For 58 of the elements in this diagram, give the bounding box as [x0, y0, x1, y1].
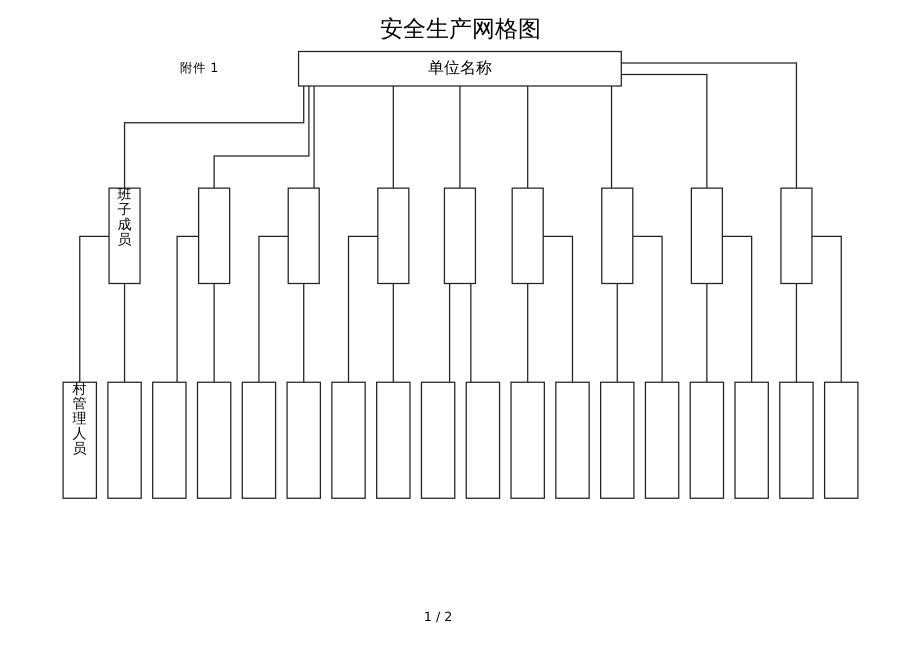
connector [448, 283, 450, 382]
node-box [196, 381, 231, 498]
connector [795, 283, 797, 382]
node-box [689, 381, 724, 498]
connector [312, 85, 314, 188]
node-box: 村管理人员 [62, 381, 97, 498]
connector [302, 283, 304, 382]
label: 1 / 2 [423, 608, 452, 624]
connector [176, 235, 198, 382]
node-box [690, 187, 722, 284]
node-box [600, 381, 634, 498]
node-box [330, 381, 366, 498]
connector [213, 283, 214, 382]
connector [526, 283, 528, 382]
connector [123, 283, 125, 382]
node-box [376, 381, 410, 498]
node-box [734, 381, 768, 498]
connector [347, 235, 378, 382]
node-box [287, 187, 320, 284]
connector [621, 62, 797, 188]
diagram-title: 安全生产网格图 [380, 16, 540, 42]
connector [722, 235, 752, 382]
node-box [376, 187, 409, 284]
node-box [241, 381, 276, 498]
node-box [420, 381, 455, 498]
connector [621, 73, 707, 188]
node-box [152, 381, 186, 498]
connector [392, 85, 394, 188]
node-box [198, 187, 230, 284]
connector [706, 283, 707, 382]
node-box [510, 381, 544, 498]
connector [812, 235, 842, 382]
connector [632, 235, 662, 382]
node-box [443, 187, 476, 284]
node-box: 单位名称 [297, 50, 622, 86]
node-box [511, 187, 544, 284]
node-box [600, 187, 633, 284]
connector [78, 235, 108, 382]
connector [258, 235, 288, 382]
node-box [823, 381, 858, 498]
connector [610, 85, 612, 188]
connector [526, 85, 528, 188]
connector [213, 85, 310, 188]
node-box [780, 187, 812, 284]
node-box [554, 381, 590, 498]
node-box: 班子成员 [108, 187, 140, 284]
connector [123, 86, 304, 188]
label: 附件 1 [180, 59, 218, 74]
node-box [465, 381, 500, 498]
connector [542, 235, 573, 382]
node-box [778, 381, 814, 498]
connector [458, 85, 460, 188]
connector [470, 283, 471, 382]
connector [392, 283, 394, 382]
node-box [644, 381, 679, 498]
node-box [106, 381, 142, 498]
node-box [286, 381, 320, 498]
connector [616, 283, 618, 382]
